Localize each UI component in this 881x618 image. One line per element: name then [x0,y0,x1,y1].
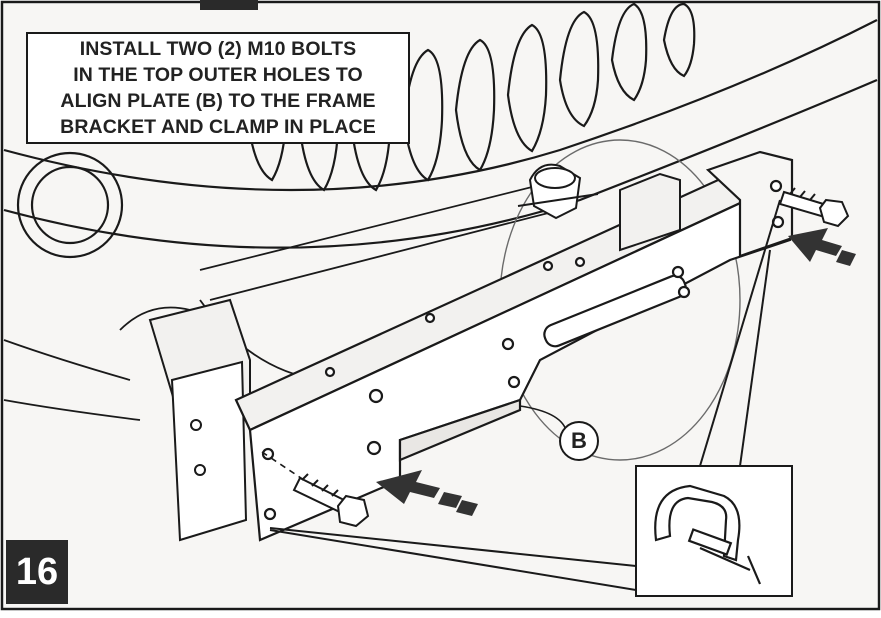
arrow-icon [376,470,478,516]
header-tab [200,0,258,10]
bolt-icon [778,187,850,228]
instruction-line-1: INSTALL TWO (2) M10 BOLTS [79,38,357,60]
clamp-inset [269,199,793,597]
step-number-badge: 16 [6,540,68,604]
instruction-line-2: IN THE TOP OUTER HOLES TO [73,64,363,86]
grille [3,2,878,259]
part-label-circle [559,421,599,461]
part-label-b: B [571,428,587,453]
frame-bracket [148,298,251,542]
instruction-callout: INSTALL TWO (2) M10 BOLTS IN THE TOP OUT… [26,32,410,144]
tow-mount [517,163,681,252]
bolt-icon [292,473,370,528]
c-clamp-icon [654,484,762,585]
instruction-line-4: BRACKET AND CLAMP IN PLACE [60,116,376,138]
instruction-line-3: ALIGN PLATE (B) TO THE FRAME [60,90,376,112]
bolt-path-line [261,451,305,481]
arrow-icon [788,228,856,266]
